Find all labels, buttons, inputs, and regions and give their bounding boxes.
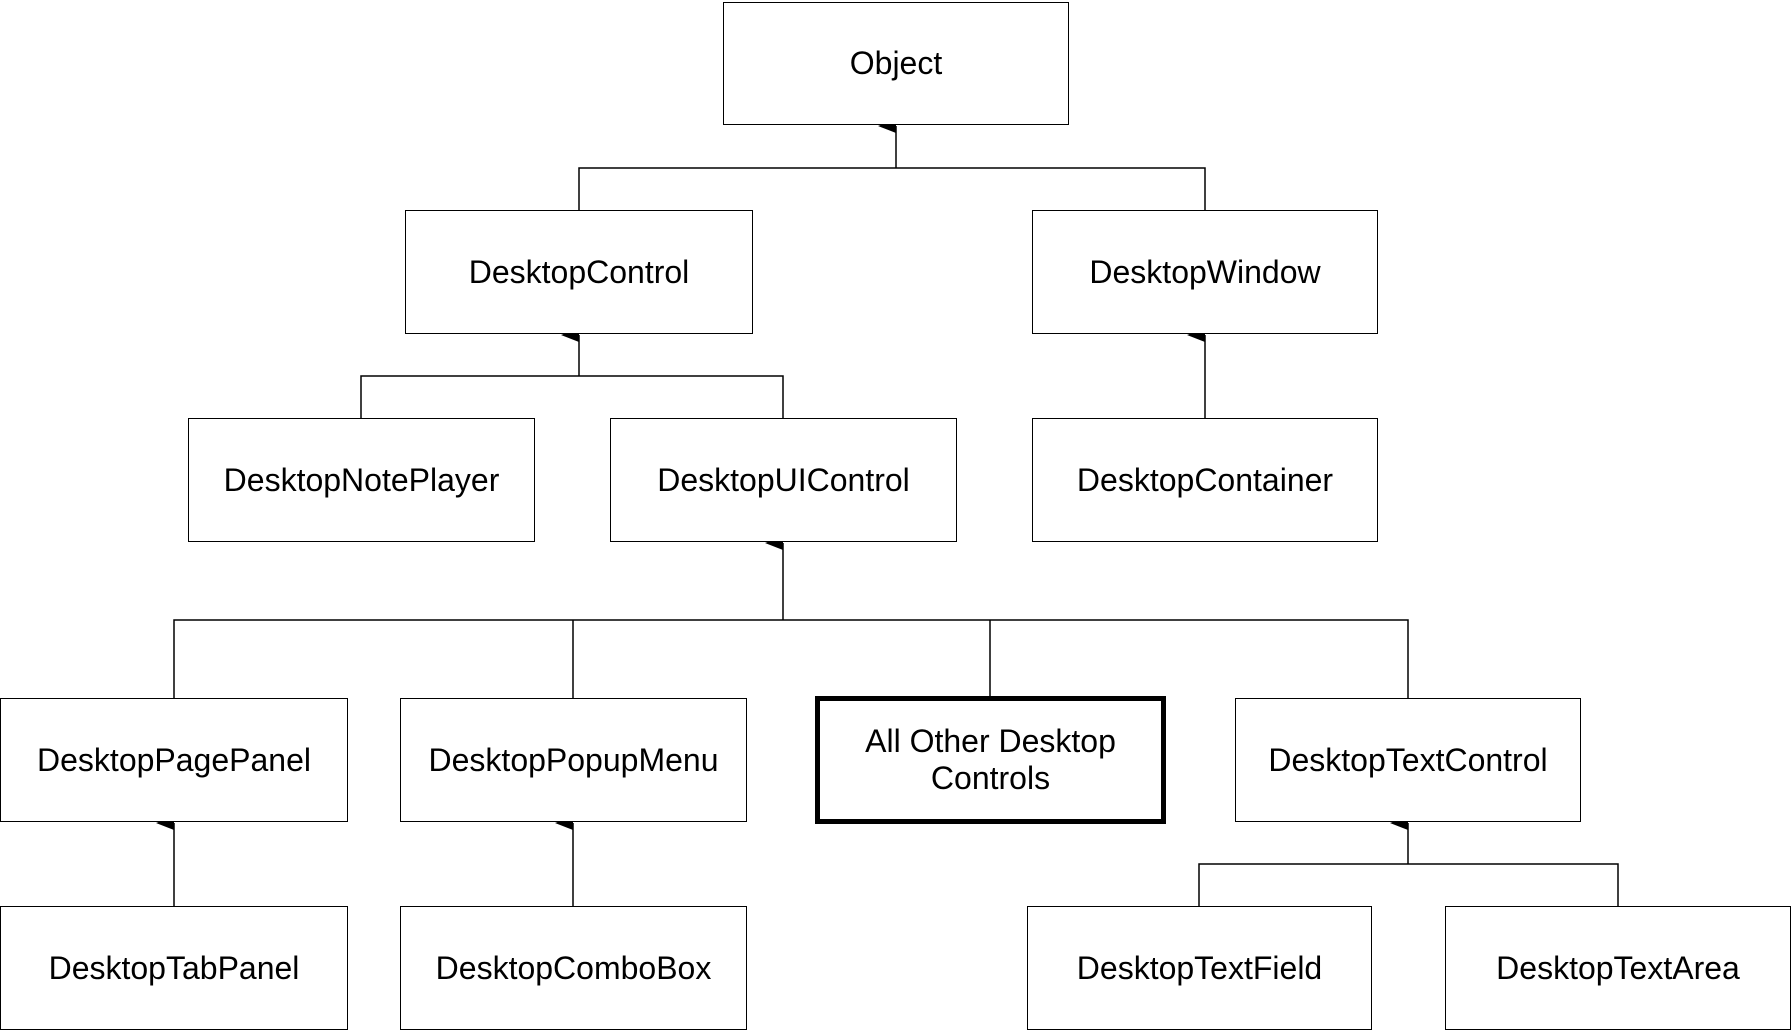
edge-group-object xyxy=(578,119,1206,210)
node-label: DesktopTextArea xyxy=(1496,949,1740,986)
node-desktop-combo-box: DesktopComboBox xyxy=(400,906,747,1030)
node-label: DesktopUIControl xyxy=(657,461,910,498)
node-label: Object xyxy=(849,45,943,82)
node-desktop-page-panel: DesktopPagePanel xyxy=(0,698,348,822)
edge-bar-desktop-text-control xyxy=(1198,863,1619,906)
node-desktop-window: DesktopWindow xyxy=(1032,210,1378,334)
edge-group-desktop-text-control xyxy=(1198,816,1619,906)
node-desktop-popup-menu: DesktopPopupMenu xyxy=(400,698,747,822)
node-label: DesktopControl xyxy=(468,253,690,290)
node-label: DesktopComboBox xyxy=(435,949,712,986)
node-desktop-text-area: DesktopTextArea xyxy=(1445,906,1791,1030)
node-desktop-ui-control: DesktopUIControl xyxy=(610,418,957,542)
node-label: DesktopPagePanel xyxy=(37,741,311,778)
edge-bar-desktop-control xyxy=(360,375,784,418)
node-desktop-note-player: DesktopNotePlayer xyxy=(188,418,535,542)
node-desktop-tab-panel: DesktopTabPanel xyxy=(0,906,348,1030)
node-desktop-text-field: DesktopTextField xyxy=(1027,906,1372,1030)
node-label: DesktopTabPanel xyxy=(48,949,300,986)
edge-group-desktop-ui-control xyxy=(173,536,1409,698)
node-label: DesktopTextControl xyxy=(1268,741,1548,778)
edge-group-desktop-control xyxy=(360,328,784,418)
node-label: DesktopWindow xyxy=(1089,253,1321,290)
edge-bar-object xyxy=(578,167,1206,210)
node-object: Object xyxy=(723,2,1069,125)
node-desktop-text-control: DesktopTextControl xyxy=(1235,698,1581,822)
node-label: DesktopPopupMenu xyxy=(428,741,719,778)
edge-bar-desktop-ui-control xyxy=(173,619,1409,698)
node-all-other-desktop-controls: All Other Desktop Controls xyxy=(815,696,1166,824)
node-label: DesktopContainer xyxy=(1076,461,1334,498)
node-desktop-control: DesktopControl xyxy=(405,210,753,334)
node-desktop-container: DesktopContainer xyxy=(1032,418,1378,542)
node-label: DesktopTextField xyxy=(1076,949,1323,986)
node-label: DesktopNotePlayer xyxy=(223,461,500,498)
node-label: All Other Desktop Controls xyxy=(865,723,1116,796)
